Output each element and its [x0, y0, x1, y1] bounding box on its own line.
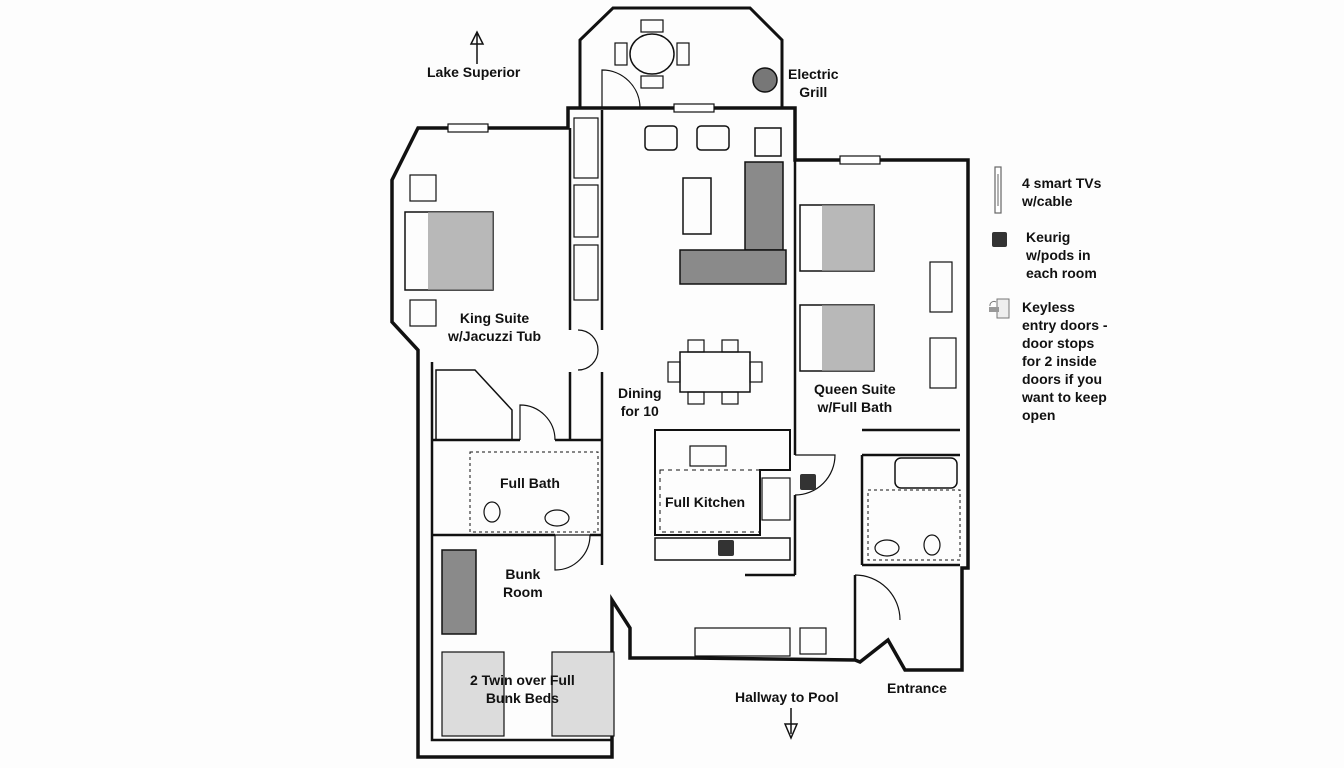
balcony-table [629, 33, 675, 75]
down-arrow-icon [783, 708, 799, 740]
grill-label-line: Grill [799, 84, 828, 100]
label-line: for 10 [620, 403, 659, 419]
legend-line: each room [1026, 265, 1097, 281]
legend-line: entry doors - [1022, 317, 1108, 333]
tv-icon [994, 166, 1002, 214]
full-kitchen-label: Full Kitchen [665, 493, 746, 511]
legend-line: 4 smart TVs [1022, 175, 1102, 191]
label-line: Queen Suite [814, 381, 896, 397]
queen-suite-label: Queen Suite w/Full Bath [814, 380, 896, 416]
label-line: w/Jacuzzi Tub [448, 328, 542, 344]
legend-line: Keyless [1022, 299, 1075, 315]
keurig-marker [800, 474, 816, 490]
legend-line: Keurig [1026, 229, 1071, 245]
label-line: Bunk [505, 566, 541, 582]
full-bath-label: Full Bath [500, 475, 560, 491]
label-line: Dining [618, 385, 662, 401]
north-arrow-icon [469, 30, 485, 64]
legend-line: doors if you [1022, 371, 1103, 387]
jacuzzi-tub [435, 369, 513, 441]
legend-line: door stops [1022, 335, 1095, 351]
legend-tv: 4 smart TVs w/cable [1022, 174, 1101, 210]
bunk-bed-1 [441, 651, 505, 737]
electric-grill [752, 67, 778, 93]
label-line: w/Full Bath [817, 399, 893, 415]
hallway-label: Hallway to Pool [735, 689, 839, 705]
outer-wall [390, 106, 970, 759]
coffee-table [682, 177, 712, 235]
grill-label-line: Electric [788, 66, 839, 82]
dining-label: Dining for 10 [618, 384, 662, 420]
label-line: Room [503, 584, 543, 600]
king-suite-label: King Suite w/Jacuzzi Tub [448, 309, 541, 345]
label-line: King Suite [459, 310, 530, 326]
legend-keyless: Keyless entry doors - door stops for 2 insi… [1022, 298, 1108, 424]
entrance-label: Entrance [887, 680, 947, 696]
label-line: 2 Twin over Full [470, 672, 575, 688]
keurig-marker [718, 540, 734, 556]
sofa-2 [679, 249, 787, 285]
keyless-lock-icon [989, 298, 1010, 319]
lake-superior-label: Lake Superior [427, 64, 521, 80]
bunk-bed-2 [551, 651, 615, 737]
label-line: Bunk Beds [485, 690, 559, 706]
sofa [744, 161, 784, 251]
legend-line: w/cable [1022, 193, 1073, 209]
dining-table [679, 351, 751, 393]
legend-line: open [1022, 407, 1056, 423]
balcony-wall [578, 6, 784, 108]
legend-line: w/pods in [1026, 247, 1091, 263]
bunk-sofa [441, 549, 477, 635]
keurig-icon [992, 232, 1007, 247]
legend-line: for 2 inside [1022, 353, 1097, 369]
legend-keurig: Keurig w/pods in each room [1026, 228, 1097, 282]
legend-line: want to keep [1022, 389, 1107, 405]
